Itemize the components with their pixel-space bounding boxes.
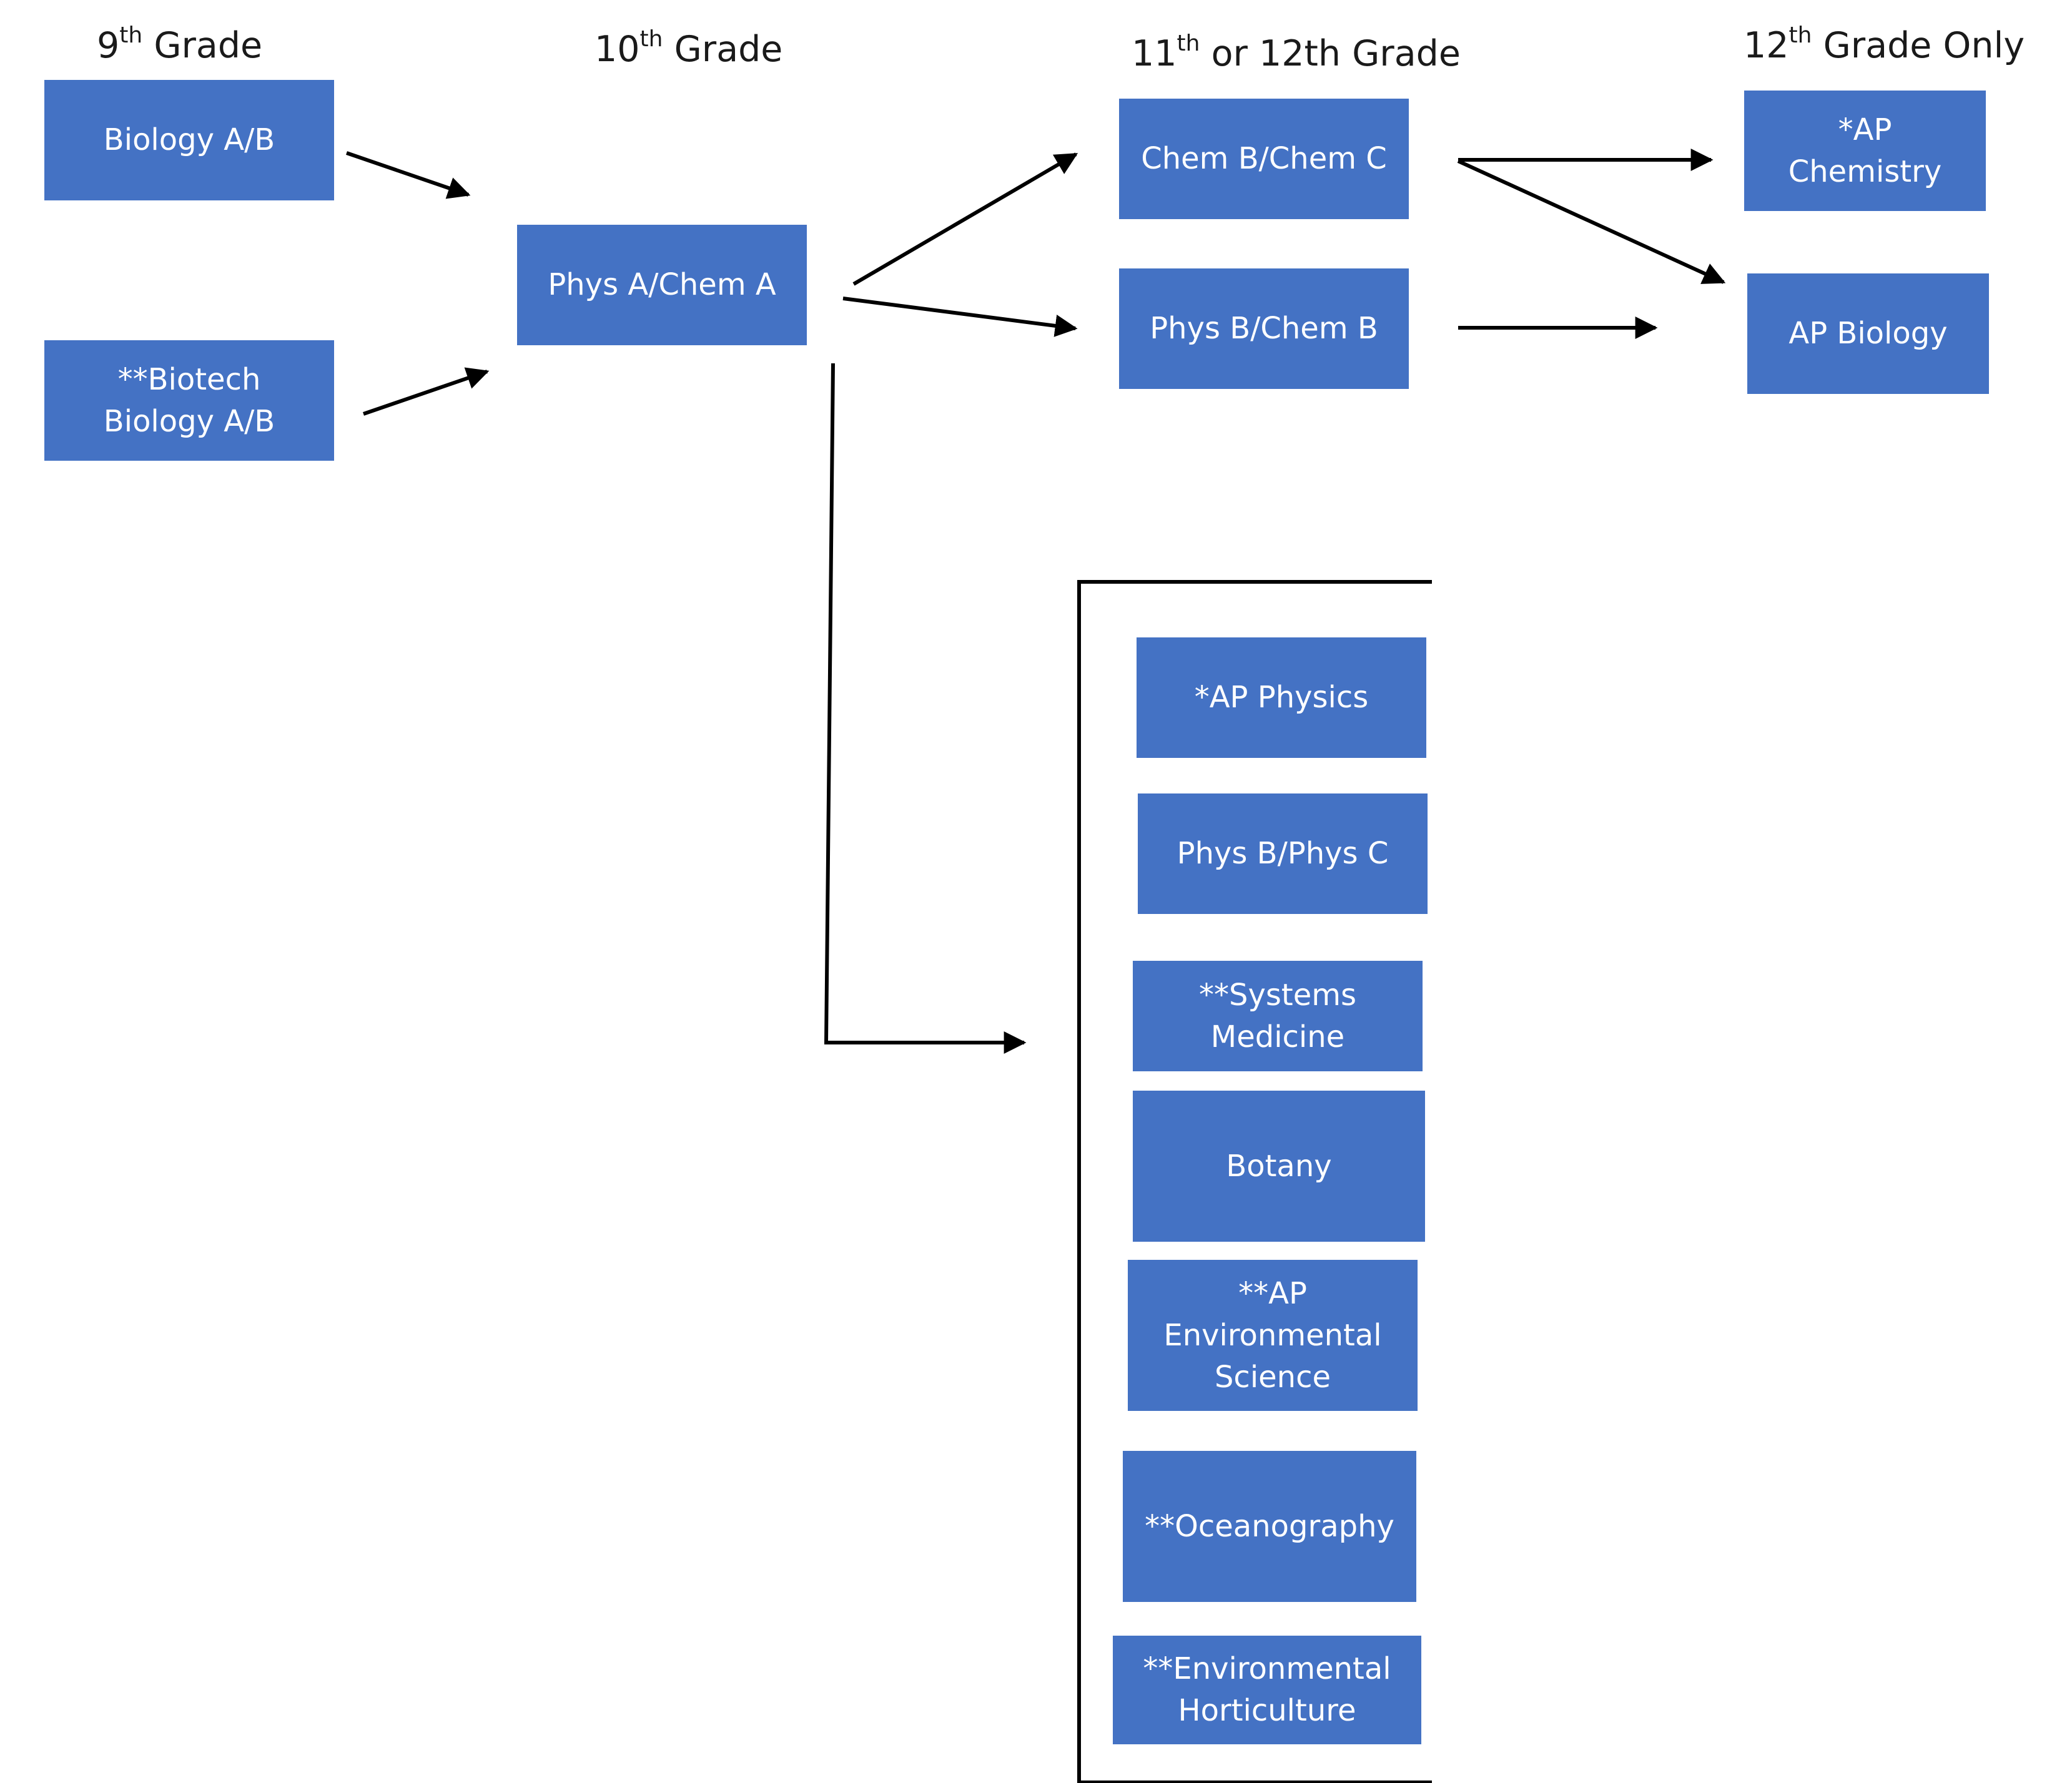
course-label: Phys B/Chem B [1150, 311, 1378, 346]
course-ap-environmental-science: **AP Environmental Science [1128, 1260, 1418, 1411]
course-label: Environmental [1163, 1317, 1382, 1353]
course-label: Horticulture [1178, 1693, 1356, 1728]
course-label: Biology A/B [103, 403, 275, 439]
course-chem-b-chem-c: Chem B/Chem C [1119, 99, 1409, 219]
arrow-biology-to-phys-a [346, 151, 471, 199]
arrow-phys-a-to-phys-b-chem-b [842, 297, 1078, 337]
course-biotech-biology-ab: **Biotech Biology A/B [44, 340, 334, 461]
course-label: Phys B/Phys C [1177, 836, 1389, 871]
course-ap-biology: AP Biology [1747, 273, 1989, 394]
arrow-phys-a-to-electives [824, 363, 1027, 1054]
course-label: **Systems [1199, 977, 1356, 1013]
course-label: Chemistry [1788, 154, 1942, 189]
course-ap-physics: *AP Physics [1137, 637, 1426, 758]
course-oceanography: **Oceanography [1123, 1451, 1416, 1602]
course-biology-ab: Biology A/B [44, 80, 334, 200]
arrow-biotech-to-phys-a [363, 367, 490, 416]
header-grade-10: 10th Grade [594, 26, 783, 70]
electives-bracket [1077, 580, 1432, 1783]
course-label: **AP [1238, 1275, 1307, 1311]
course-environmental-horticulture: **Environmental Horticulture [1113, 1636, 1421, 1744]
arrow-chem-c-to-ap-biology [1457, 159, 1726, 284]
arrow-phys-a-to-chem-b-chem-c [852, 152, 1078, 286]
course-phys-b-phys-c: Phys B/Phys C [1138, 793, 1428, 914]
course-label: **Environmental [1143, 1651, 1391, 1686]
header-grade-11-or-12: 11th or 12th Grade [1132, 31, 1461, 74]
course-systems-medicine: **Systems Medicine [1133, 961, 1423, 1071]
header-grade-9: 9th Grade [97, 22, 263, 66]
course-label: Chem B/Chem C [1141, 141, 1387, 176]
course-label: Medicine [1210, 1019, 1345, 1054]
course-label: Science [1214, 1359, 1331, 1395]
course-label: **Oceanography [1145, 1508, 1394, 1544]
course-label: Botany [1226, 1148, 1332, 1184]
course-phys-a-chem-a: Phys A/Chem A [517, 225, 807, 345]
course-label: *AP [1838, 112, 1892, 147]
course-label: AP Biology [1788, 316, 1948, 351]
course-label: *AP Physics [1194, 680, 1369, 715]
header-grade-12-only: 12th Grade Only [1744, 22, 2025, 66]
course-botany: Botany [1133, 1091, 1425, 1242]
course-label: **Biotech [117, 361, 261, 397]
course-label: Biology A/B [103, 122, 275, 157]
course-label: Phys A/Chem A [548, 267, 776, 302]
course-ap-chemistry: *AP Chemistry [1744, 91, 1986, 211]
course-phys-b-chem-b: Phys B/Chem B [1119, 268, 1409, 389]
